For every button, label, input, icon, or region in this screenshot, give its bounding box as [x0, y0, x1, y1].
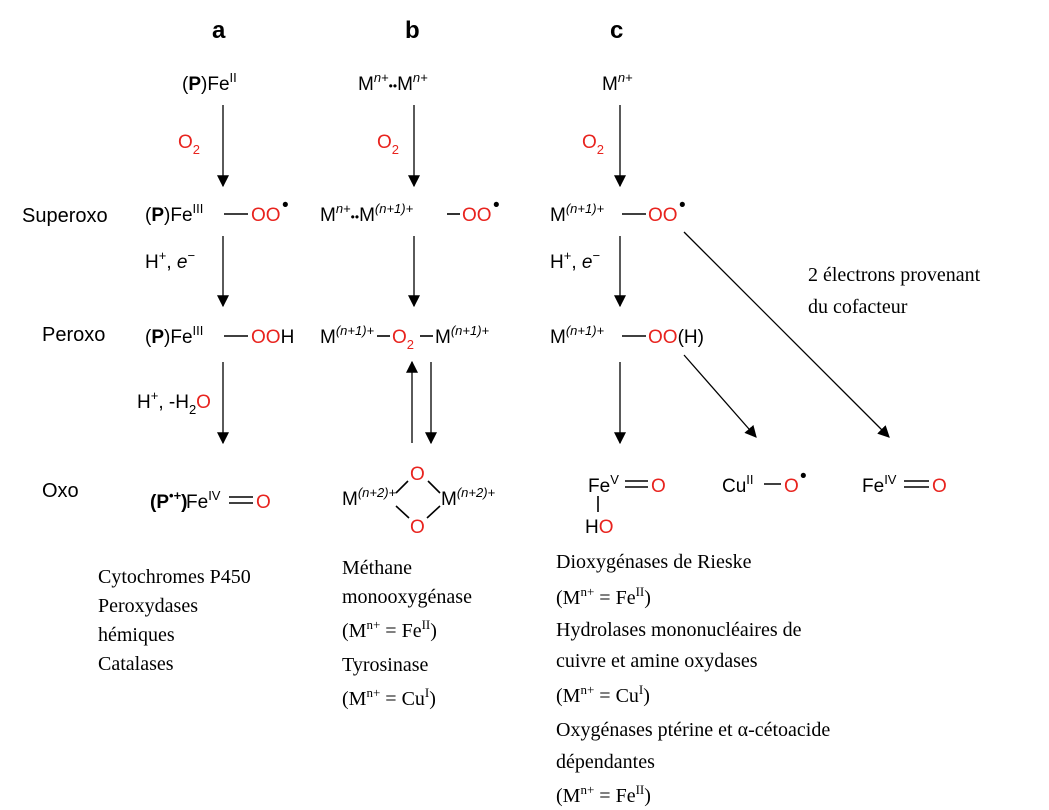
caption-c-line: Dioxygénases de Rieske	[556, 551, 752, 573]
radical-a-superoxo: •	[282, 195, 289, 216]
reagent-a-h-h2o: H+, -H2O	[137, 388, 211, 417]
cofactor-note-line2: du cofacteur	[808, 296, 908, 318]
species-c-superoxo: M(n+1)+	[550, 201, 605, 226]
row-label-oxo: Oxo	[42, 480, 79, 502]
species-a-oxo: (P•+)	[150, 488, 188, 513]
column-a-label: a	[212, 17, 226, 44]
column-c-label: c	[610, 17, 623, 44]
bond-b-oxo-3	[395, 505, 410, 519]
cofactor-note-line1: 2 électrons provenant	[808, 264, 981, 286]
species-b-superoxo: Mn+••M(n+1)+	[320, 201, 414, 226]
peroxo-b-o2: O2	[392, 327, 414, 352]
bond-b-oxo-4	[426, 505, 441, 519]
species-b-peroxo-right: M(n+1)+	[435, 323, 490, 348]
species-b-oxo-left: M(n+2)+	[342, 485, 397, 510]
radical-c-cu: •	[800, 466, 807, 487]
species-a-feII: (P)FeII	[182, 70, 237, 95]
caption-b-line: (Mn+ = CuI)	[342, 685, 436, 710]
row-label-peroxo: Peroxo	[42, 324, 105, 346]
caption-c-line: (Mn+ = FeII)	[556, 584, 651, 609]
caption-c-line: dépendantes	[556, 751, 655, 773]
reagent-b-o2: O2	[377, 132, 399, 157]
radical-b-superoxo: •	[493, 195, 500, 216]
caption-b-line: Tyrosinase	[342, 654, 428, 676]
caption-c-line: Oxygénases ptérine et α-cétoacide	[556, 719, 830, 741]
peroxo-a-ooh: OOH	[251, 327, 294, 348]
oxo-a-o: O	[256, 492, 271, 513]
peroxo-c-oo-h: OO(H)	[648, 327, 704, 348]
caption-a-line: Peroxydases	[98, 595, 198, 617]
species-a-oxo-fe: FeIV	[186, 488, 221, 513]
superoxo-a-oo: OO	[251, 205, 281, 226]
arrow-c-to-feiv	[683, 231, 890, 438]
caption-c-line: cuivre et amine oxydases	[556, 650, 758, 672]
species-b-peroxo-left: M(n+1)+	[320, 323, 375, 348]
oxo-c-feiv-o: O	[932, 476, 947, 497]
reagent-a-h-e: H+, e−	[145, 248, 195, 273]
caption-c-line: (Mn+ = CuI)	[556, 682, 650, 707]
superoxo-b-oo: OO	[462, 205, 492, 226]
oxo-c-fev-o: O	[651, 476, 666, 497]
species-b-dimetal: Mn+••Mn+	[358, 70, 428, 95]
reagent-a-o2: O2	[178, 132, 200, 157]
radical-c-superoxo: •	[679, 195, 686, 216]
caption-c-line: Hydrolases mononucléaires de	[556, 619, 802, 641]
oxo-c-cu-o: O	[784, 476, 799, 497]
superoxo-c-oo: OO	[648, 205, 678, 226]
species-c-fev: FeV	[588, 472, 619, 497]
caption-b: Méthane monooxygénase (Mn+ = FeII) Tyros…	[342, 557, 472, 710]
caption-b-line: monooxygénase	[342, 586, 472, 608]
oxo-b-o-bottom: O	[410, 517, 425, 538]
caption-a-line: Catalases	[98, 653, 174, 675]
species-b-oxo-right: M(n+2)+	[441, 485, 496, 510]
species-c-metal: Mn+	[602, 70, 633, 95]
hydroxo-c-h: HO	[585, 517, 614, 538]
bond-b-oxo-2	[427, 480, 441, 494]
caption-b-line: (Mn+ = FeII)	[342, 617, 437, 642]
species-a-peroxo: (P)FeIII	[145, 323, 203, 348]
species-c-feiv: FeIV	[862, 472, 897, 497]
species-c-cuii: CuII	[722, 472, 754, 497]
caption-b-line: Méthane	[342, 557, 412, 579]
column-b-label: b	[405, 17, 420, 44]
reagent-c-o2: O2	[582, 132, 604, 157]
caption-a-line: Cytochromes P450	[98, 566, 251, 588]
arrow-c-to-cu	[683, 354, 757, 438]
caption-a: Cytochromes P450 Peroxydases hémiques Ca…	[98, 566, 251, 675]
oxo-b-o-top: O	[410, 464, 425, 485]
species-a-superoxo: (P)FeIII	[145, 201, 203, 226]
caption-c: Dioxygénases de Rieske (Mn+ = FeII) Hydr…	[556, 551, 830, 807]
reagent-c-h-e: H+, e−	[550, 248, 600, 273]
bond-b-oxo-1	[395, 480, 409, 494]
caption-a-line: hémiques	[98, 624, 175, 646]
species-c-peroxo: M(n+1)+	[550, 323, 605, 348]
row-label-superoxo: Superoxo	[22, 205, 108, 227]
caption-c-line: (Mn+ = FeII)	[556, 782, 651, 807]
